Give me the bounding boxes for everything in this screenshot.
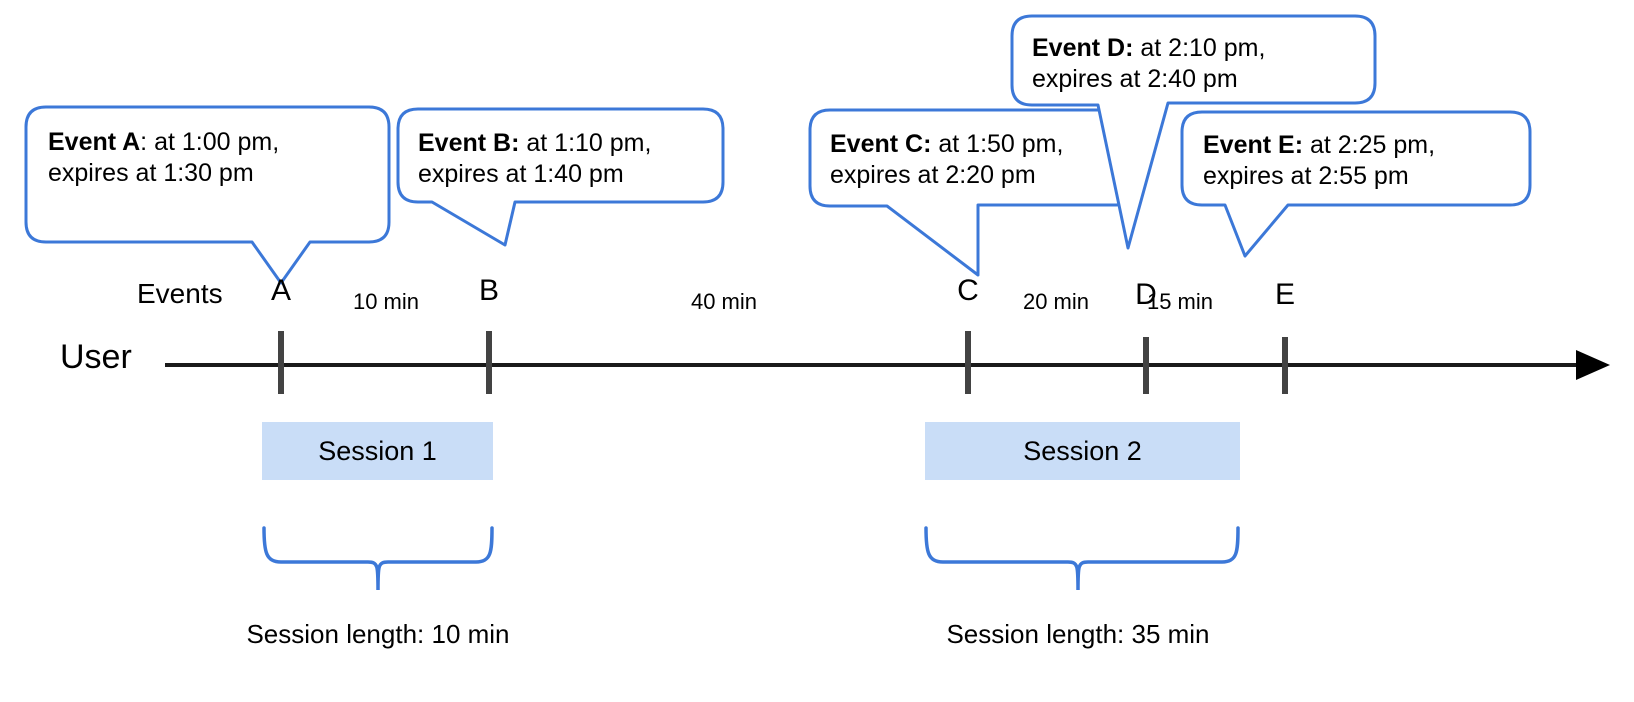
callout-event-e-line2: expires at 2:55 pm xyxy=(1203,162,1409,190)
callout-event-a-line1: at 1:00 pm, xyxy=(154,128,280,156)
tick-label-e: E xyxy=(1274,278,1295,311)
event-tick-marks xyxy=(278,331,1288,394)
callout-event-d-line2: expires at 2:40 pm xyxy=(1032,65,1238,93)
gap-label-c-d: 20 min xyxy=(1022,289,1090,314)
callout-event-e-name: Event E xyxy=(1203,131,1295,159)
callout-event-a-shape xyxy=(24,105,391,285)
callout-event-a-text: Event A: at 1:00 pm, expires at 1:30 pm xyxy=(48,127,279,189)
callout-event-a-line2: expires at 1:30 pm xyxy=(48,159,254,187)
callout-event-b-shape xyxy=(396,107,725,247)
callout-event-c-name-and-separator: Event C: xyxy=(830,130,931,158)
session-bar-1-label: Session 1 xyxy=(318,435,437,466)
callout-event-d-shape xyxy=(1010,14,1377,250)
tick-label-c: C xyxy=(957,274,979,307)
callout-event-c-text: Event C: at 1:50 pm, expires at 2:20 pm xyxy=(830,129,1063,191)
session-bar-2-label: Session 2 xyxy=(1023,435,1142,466)
callout-event-c-name: Event C xyxy=(830,130,924,158)
callout-event-b[interactable] xyxy=(396,107,725,247)
callout-event-b-separator: : xyxy=(511,129,520,157)
callout-event-a-name: Event A xyxy=(48,128,141,156)
callout-event-c-separator: : xyxy=(923,130,932,158)
callout-event-d[interactable] xyxy=(1010,14,1377,250)
callout-event-e-name-and-separator: Event E: xyxy=(1203,131,1303,159)
callout-event-d-separator: : xyxy=(1125,34,1134,62)
callout-event-c-line2: expires at 2:20 pm xyxy=(830,161,1036,189)
callout-event-b-name-and-separator: Event B: xyxy=(418,129,519,157)
callout-event-d-name: Event D xyxy=(1032,34,1126,62)
gap-label-a-b: 10 min xyxy=(352,289,420,314)
callout-event-e-line1: at 2:25 pm, xyxy=(1309,131,1436,159)
session-2-brace xyxy=(924,526,1240,591)
tick-label-b: B xyxy=(478,274,499,307)
events-row-label: Events xyxy=(137,278,223,309)
gap-label-d-e: 15 min xyxy=(1146,289,1214,314)
session-length-caption-2: Session length: 35 min xyxy=(946,619,1210,649)
timeline-arrowhead-icon xyxy=(1576,350,1610,380)
session-length-caption-1: Session length: 10 min xyxy=(246,619,510,649)
callout-event-b-line2: expires at 1:40 pm xyxy=(418,160,624,188)
session-1-brace xyxy=(262,526,494,591)
callout-event-c-line1: at 1:50 pm, xyxy=(938,130,1064,158)
timeline-axis xyxy=(165,350,1610,380)
session-bar-1[interactable]: Session 1 xyxy=(262,422,493,480)
callout-event-b-line1: at 1:10 pm, xyxy=(526,129,652,157)
callout-event-d-text: Event D: at 2:10 pm, expires at 2:40 pm xyxy=(1032,33,1265,95)
callout-event-a-separator: : xyxy=(140,128,148,156)
session-bar-2[interactable]: Session 2 xyxy=(925,422,1240,480)
callout-event-b-text: Event B: at 1:10 pm, expires at 1:40 pm xyxy=(418,128,651,190)
callout-event-e-shape xyxy=(1180,110,1532,258)
callout-event-a[interactable] xyxy=(24,105,391,285)
gap-label-b-c: 40 min xyxy=(690,289,758,314)
callout-event-e[interactable] xyxy=(1180,110,1532,258)
callout-event-d-line1: at 2:10 pm, xyxy=(1140,34,1266,62)
callout-event-d-name-and-separator: Event D: xyxy=(1032,34,1133,62)
callout-event-e-separator: : xyxy=(1294,131,1304,159)
tick-label-a: A xyxy=(270,274,291,307)
axis-row-label-user: User xyxy=(60,338,132,376)
callout-event-b-name: Event B xyxy=(418,129,512,157)
callout-event-e-text: Event E: at 2:25 pm, expires at 2:55 pm xyxy=(1203,130,1435,192)
tick-label-d: D xyxy=(1135,278,1157,311)
